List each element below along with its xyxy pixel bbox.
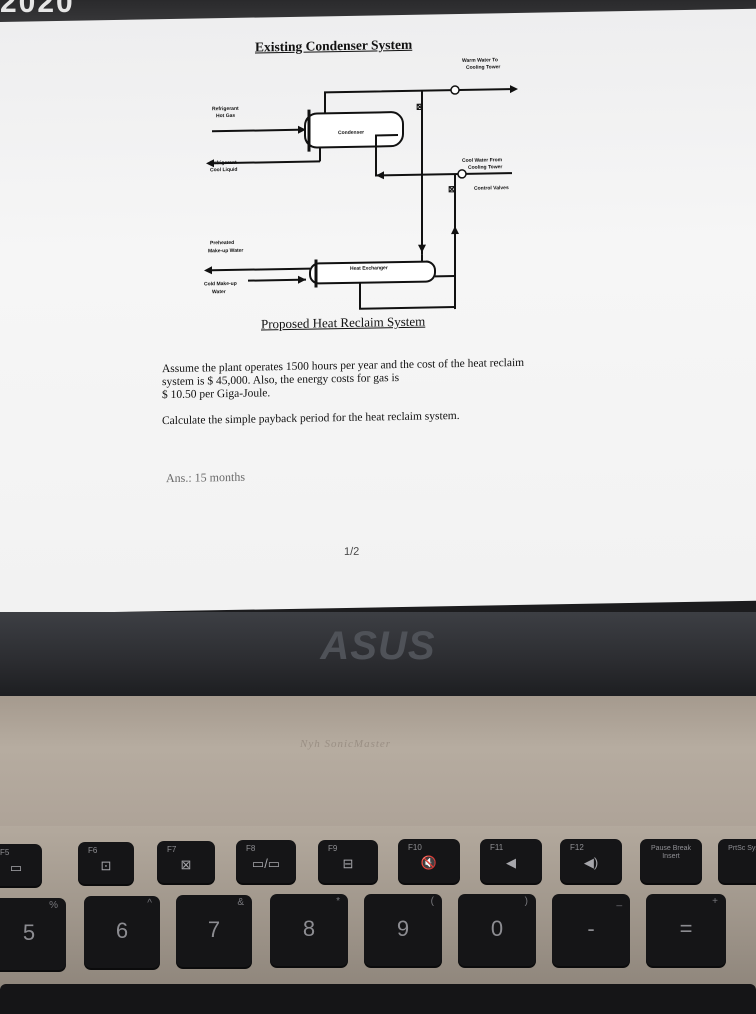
question-text: Calculate the simple payback period for … xyxy=(162,409,460,428)
hot-gas-label: Hot Gas xyxy=(216,113,235,119)
partial-year-text: 2020 xyxy=(0,0,75,19)
key-fn-label: F7 xyxy=(167,845,177,854)
key-f6[interactable]: F6 ⊡ xyxy=(78,842,134,884)
refrigerant-label: Refrigerant xyxy=(212,106,239,112)
answer-text: Ans.: 15 months xyxy=(166,469,246,486)
key-0[interactable]: ) 0 xyxy=(458,894,536,966)
pause-break-label: Pause Break Insert xyxy=(650,845,692,860)
key-alt-label: % xyxy=(49,900,58,911)
key-main-label: 6 xyxy=(115,918,129,943)
make-up-water-label: Make-up Water xyxy=(208,248,243,255)
key-alt-label: * xyxy=(336,896,340,907)
volume-down-icon: ◀ xyxy=(506,855,516,870)
proposed-title: Proposed Heat Reclaim System xyxy=(261,313,426,332)
camera-icon: ⊡ xyxy=(100,858,112,873)
svg-text:⊠: ⊠ xyxy=(416,102,424,112)
cold-make-up-label: Cold Make-up xyxy=(204,281,237,288)
display-icon: ▭ xyxy=(9,860,23,875)
key-alt-label: ( xyxy=(430,896,434,907)
preheated-label: Preheated xyxy=(210,240,234,246)
key-8[interactable]: * 8 xyxy=(270,894,348,966)
heat-exchanger-label: Heat Exchanger xyxy=(350,265,388,272)
key-minus[interactable]: _ - xyxy=(552,894,630,966)
dual-display-icon: ▭/▭ xyxy=(251,856,281,871)
key-alt-label: ^ xyxy=(147,898,152,909)
key-5[interactable]: % 5 xyxy=(0,898,66,970)
problem-paragraph: Assume the plant operates 1500 hours per… xyxy=(162,355,642,402)
condenser-label: Condenser xyxy=(338,130,364,136)
key-alt-label: ) xyxy=(524,896,528,907)
key-alt-label: + xyxy=(712,896,718,907)
condenser-diagram: Condenser Refrigerant Hot Gas Refrigeran… xyxy=(204,57,518,310)
key-main-label: 9 xyxy=(396,916,410,941)
key-f7[interactable]: F7 ⊠ xyxy=(157,841,215,883)
key-main-label: 5 xyxy=(22,920,36,945)
key-f5[interactable]: F5 ▭ xyxy=(0,844,42,886)
key-f12[interactable]: F12 ◀) xyxy=(560,839,622,883)
key-main-label: - xyxy=(587,916,595,941)
problem-line: $ 10.50 per Giga-Joule. xyxy=(162,387,271,402)
key-f8[interactable]: F8 ▭/▭ xyxy=(236,840,296,883)
condenser-vessel xyxy=(304,111,404,149)
key-equals[interactable]: + = xyxy=(646,894,726,966)
mute-icon: 🔇 xyxy=(420,855,438,870)
volume-up-icon: ◀) xyxy=(583,855,599,870)
problem-statement: Assume the plant operates 1500 hours per… xyxy=(162,355,642,441)
key-fn-label: F12 xyxy=(570,843,584,852)
key-prtsc[interactable]: PrtSc SysRq xyxy=(718,839,756,883)
key-alt-label: _ xyxy=(616,896,622,907)
sonicmaster-label: Nyh SonicMaster xyxy=(300,738,392,750)
key-main-label: 8 xyxy=(302,916,316,941)
key-fn-label: F9 xyxy=(328,844,338,853)
key-6[interactable]: ^ 6 xyxy=(84,896,160,968)
document-page: Condenser Refrigerant Hot Gas Refrigeran… xyxy=(0,9,756,614)
key-f10[interactable]: F10 🔇 xyxy=(398,839,460,883)
key-fn-label: F10 xyxy=(408,843,422,852)
key-9[interactable]: ( 9 xyxy=(364,894,442,966)
refrigerant-2-label: Refrigerant xyxy=(210,160,237,166)
key-f9[interactable]: F9 ⊟ xyxy=(318,840,378,883)
diagram-title: Existing Condenser System xyxy=(255,36,413,55)
key-fn-label: F11 xyxy=(490,843,504,852)
asus-logo: ASUS xyxy=(320,624,436,668)
laptop-deck: Nyh SonicMaster xyxy=(0,696,756,826)
key-pause-break[interactable]: Pause Break Insert xyxy=(640,839,702,883)
keyboard: F5 ▭ F6 ⊡ F7 ⊠ F8 ▭/▭ F9 ⊟ F10 🔇 F11 ◀ F… xyxy=(0,826,756,1014)
cooling-tower-1-label: Cooling Tower xyxy=(466,64,500,71)
key-next-row[interactable] xyxy=(0,984,756,1014)
screen-off-icon: ⊠ xyxy=(180,857,192,872)
screen-bottom-bezel: ASUS xyxy=(0,612,756,696)
key-main-label: = xyxy=(679,916,693,941)
key-fn-label: F8 xyxy=(246,844,256,853)
svg-text:⊠: ⊠ xyxy=(448,184,456,194)
key-alt-label: & xyxy=(237,897,244,908)
laptop-screen: Condenser Refrigerant Hot Gas Refrigeran… xyxy=(0,8,756,615)
touchpad-icon: ⊟ xyxy=(342,856,354,871)
key-fn-label: F6 xyxy=(88,846,98,855)
key-fn-label: F5 xyxy=(0,848,10,857)
key-7[interactable]: & 7 xyxy=(176,895,252,967)
cooling-tower-2-label: Cooling Tower xyxy=(468,164,502,171)
control-valves-label: Control Valves xyxy=(474,185,509,192)
prtsc-label: PrtSc SysRq xyxy=(728,845,756,852)
cool-water-label: Cool Water From xyxy=(462,157,503,164)
key-main-label: 7 xyxy=(207,917,221,942)
key-main-label: 0 xyxy=(490,916,504,941)
key-f11[interactable]: F11 ◀ xyxy=(480,839,542,883)
water-label: Water xyxy=(212,289,226,295)
cool-liquid-label: Cool Liquid xyxy=(210,167,237,173)
heat-exchanger-vessel xyxy=(309,260,436,285)
warm-water-label: Warm Water To xyxy=(462,57,498,64)
page-indicator: 1/2 xyxy=(344,545,360,558)
